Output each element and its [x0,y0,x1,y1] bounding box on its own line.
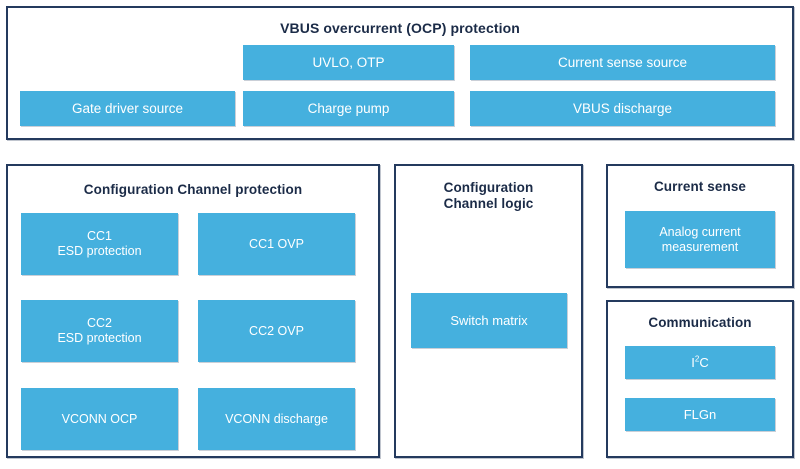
block-charge-pump-label: Charge pump [307,100,390,116]
block-flgn[interactable]: FLGn [625,398,775,431]
block-vbus-discharge-label: VBUS discharge [572,100,673,116]
block-cc2-esd-protection-label: CC2 ESD protection [57,316,141,346]
block-cc2-esd-protection-line2: ESD protection [57,331,142,345]
block-analog-current-measurement[interactable]: Analog current measurement [625,211,775,268]
block-cc1-esd-protection-label: CC1 ESD protection [57,229,141,259]
panel-current-sense-title: Current sense [653,179,747,194]
panel-configuration-channel-logic-title-line1: Configuration [443,180,534,195]
panel-communication-title: Communication [648,315,752,330]
block-cc1-ovp[interactable]: CC1 OVP [198,213,355,275]
block-cc2-esd-protection[interactable]: CC2 ESD protection [21,300,178,362]
block-i2c-label: I2C [691,354,709,370]
block-current-sense-source-label: Current sense source [557,54,688,70]
block-vconn-discharge[interactable]: VCONN discharge [198,388,355,450]
block-gate-driver-source[interactable]: Gate driver source [20,91,235,126]
panel-communication: Communication [606,300,794,458]
block-cc1-esd-protection-line2: ESD protection [57,244,142,258]
block-switch-matrix-label: Switch matrix [450,312,528,328]
panel-configuration-channel-logic-title-line2: Channel logic [443,195,534,211]
block-vconn-ocp[interactable]: VCONN OCP [21,388,178,450]
panel-configuration-channel-protection-title: Configuration Channel protection [83,182,303,197]
block-charge-pump[interactable]: Charge pump [243,91,454,126]
panel-vbus-title: VBUS overcurrent (OCP) protection [280,20,520,36]
block-cc2-ovp-label: CC2 OVP [249,323,304,338]
block-vbus-discharge[interactable]: VBUS discharge [470,91,775,126]
block-cc2-ovp[interactable]: CC2 OVP [198,300,355,362]
block-analog-current-measurement-label: Analog current measurement [659,225,740,255]
block-cc1-ovp-label: CC1 OVP [249,236,304,251]
block-vconn-ocp-label: VCONN OCP [61,411,138,426]
block-cc1-esd-protection[interactable]: CC1 ESD protection [21,213,178,275]
block-flgn-label: FLGn [683,406,717,422]
block-cc1-esd-protection-line1: CC1 [86,229,112,244]
panel-configuration-channel-logic-title: Configuration Channel logic [396,180,581,212]
block-vconn-discharge-label: VCONN discharge [225,411,328,426]
block-analog-current-measurement-line2: measurement [661,239,739,254]
block-current-sense-source[interactable]: Current sense source [470,45,775,80]
block-uvlo-otp-label: UVLO, OTP [312,54,385,70]
block-i2c[interactable]: I2C [625,346,775,379]
block-cc2-esd-protection-line1: CC2 [86,316,112,331]
block-analog-current-measurement-line1: Analog current [659,224,741,239]
block-uvlo-otp[interactable]: UVLO, OTP [243,45,454,80]
block-gate-driver-source-label: Gate driver source [71,100,184,116]
block-switch-matrix[interactable]: Switch matrix [411,293,567,348]
